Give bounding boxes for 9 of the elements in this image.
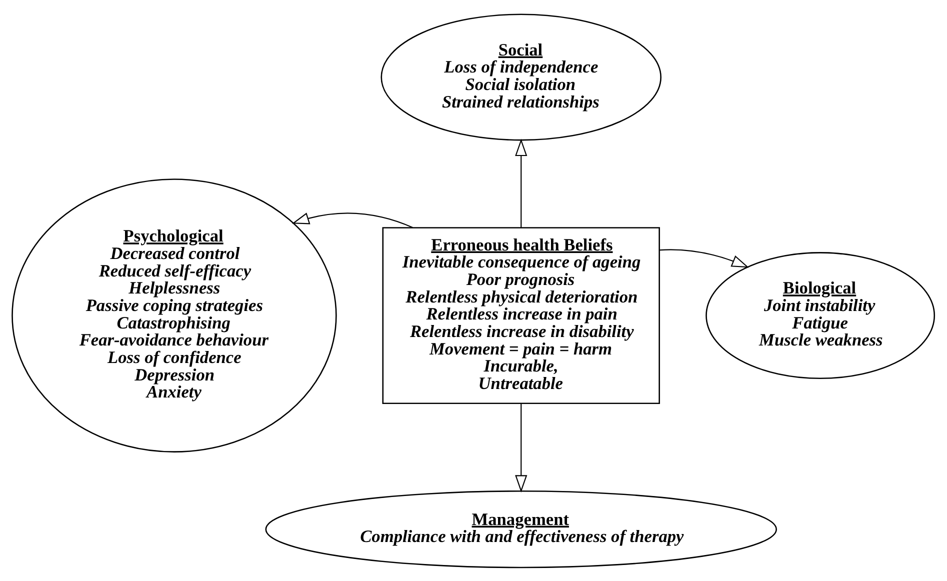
arrow — [515, 403, 528, 492]
node-ellipse: Management Compliance with and effectiveness of therapy — [265, 490, 777, 568]
arrow — [292, 212, 413, 228]
node-ellipse: Psychological Decreased control Reduced self-efficacy Helplessness Passive coping strategies Catastrophising Fear-avoidance behaviour Loss of confidence Depression Anxiety — [12, 178, 337, 452]
node-box: Erroneous health Beliefs Inevitable consequence of ageing Poor prognosis Relentless physical deterioration Relentless increase in pain Relentless increase in disability Movement = pain = harm Incurable, Untreatable — [382, 226, 660, 404]
node-ellipse: Biological Joint instability Fatigue Muscle weakness — [706, 252, 936, 379]
node-ellipse: Social Loss of independence Social isolation Strained relationships — [380, 13, 662, 140]
arrow — [515, 138, 528, 227]
arrow — [660, 248, 750, 268]
